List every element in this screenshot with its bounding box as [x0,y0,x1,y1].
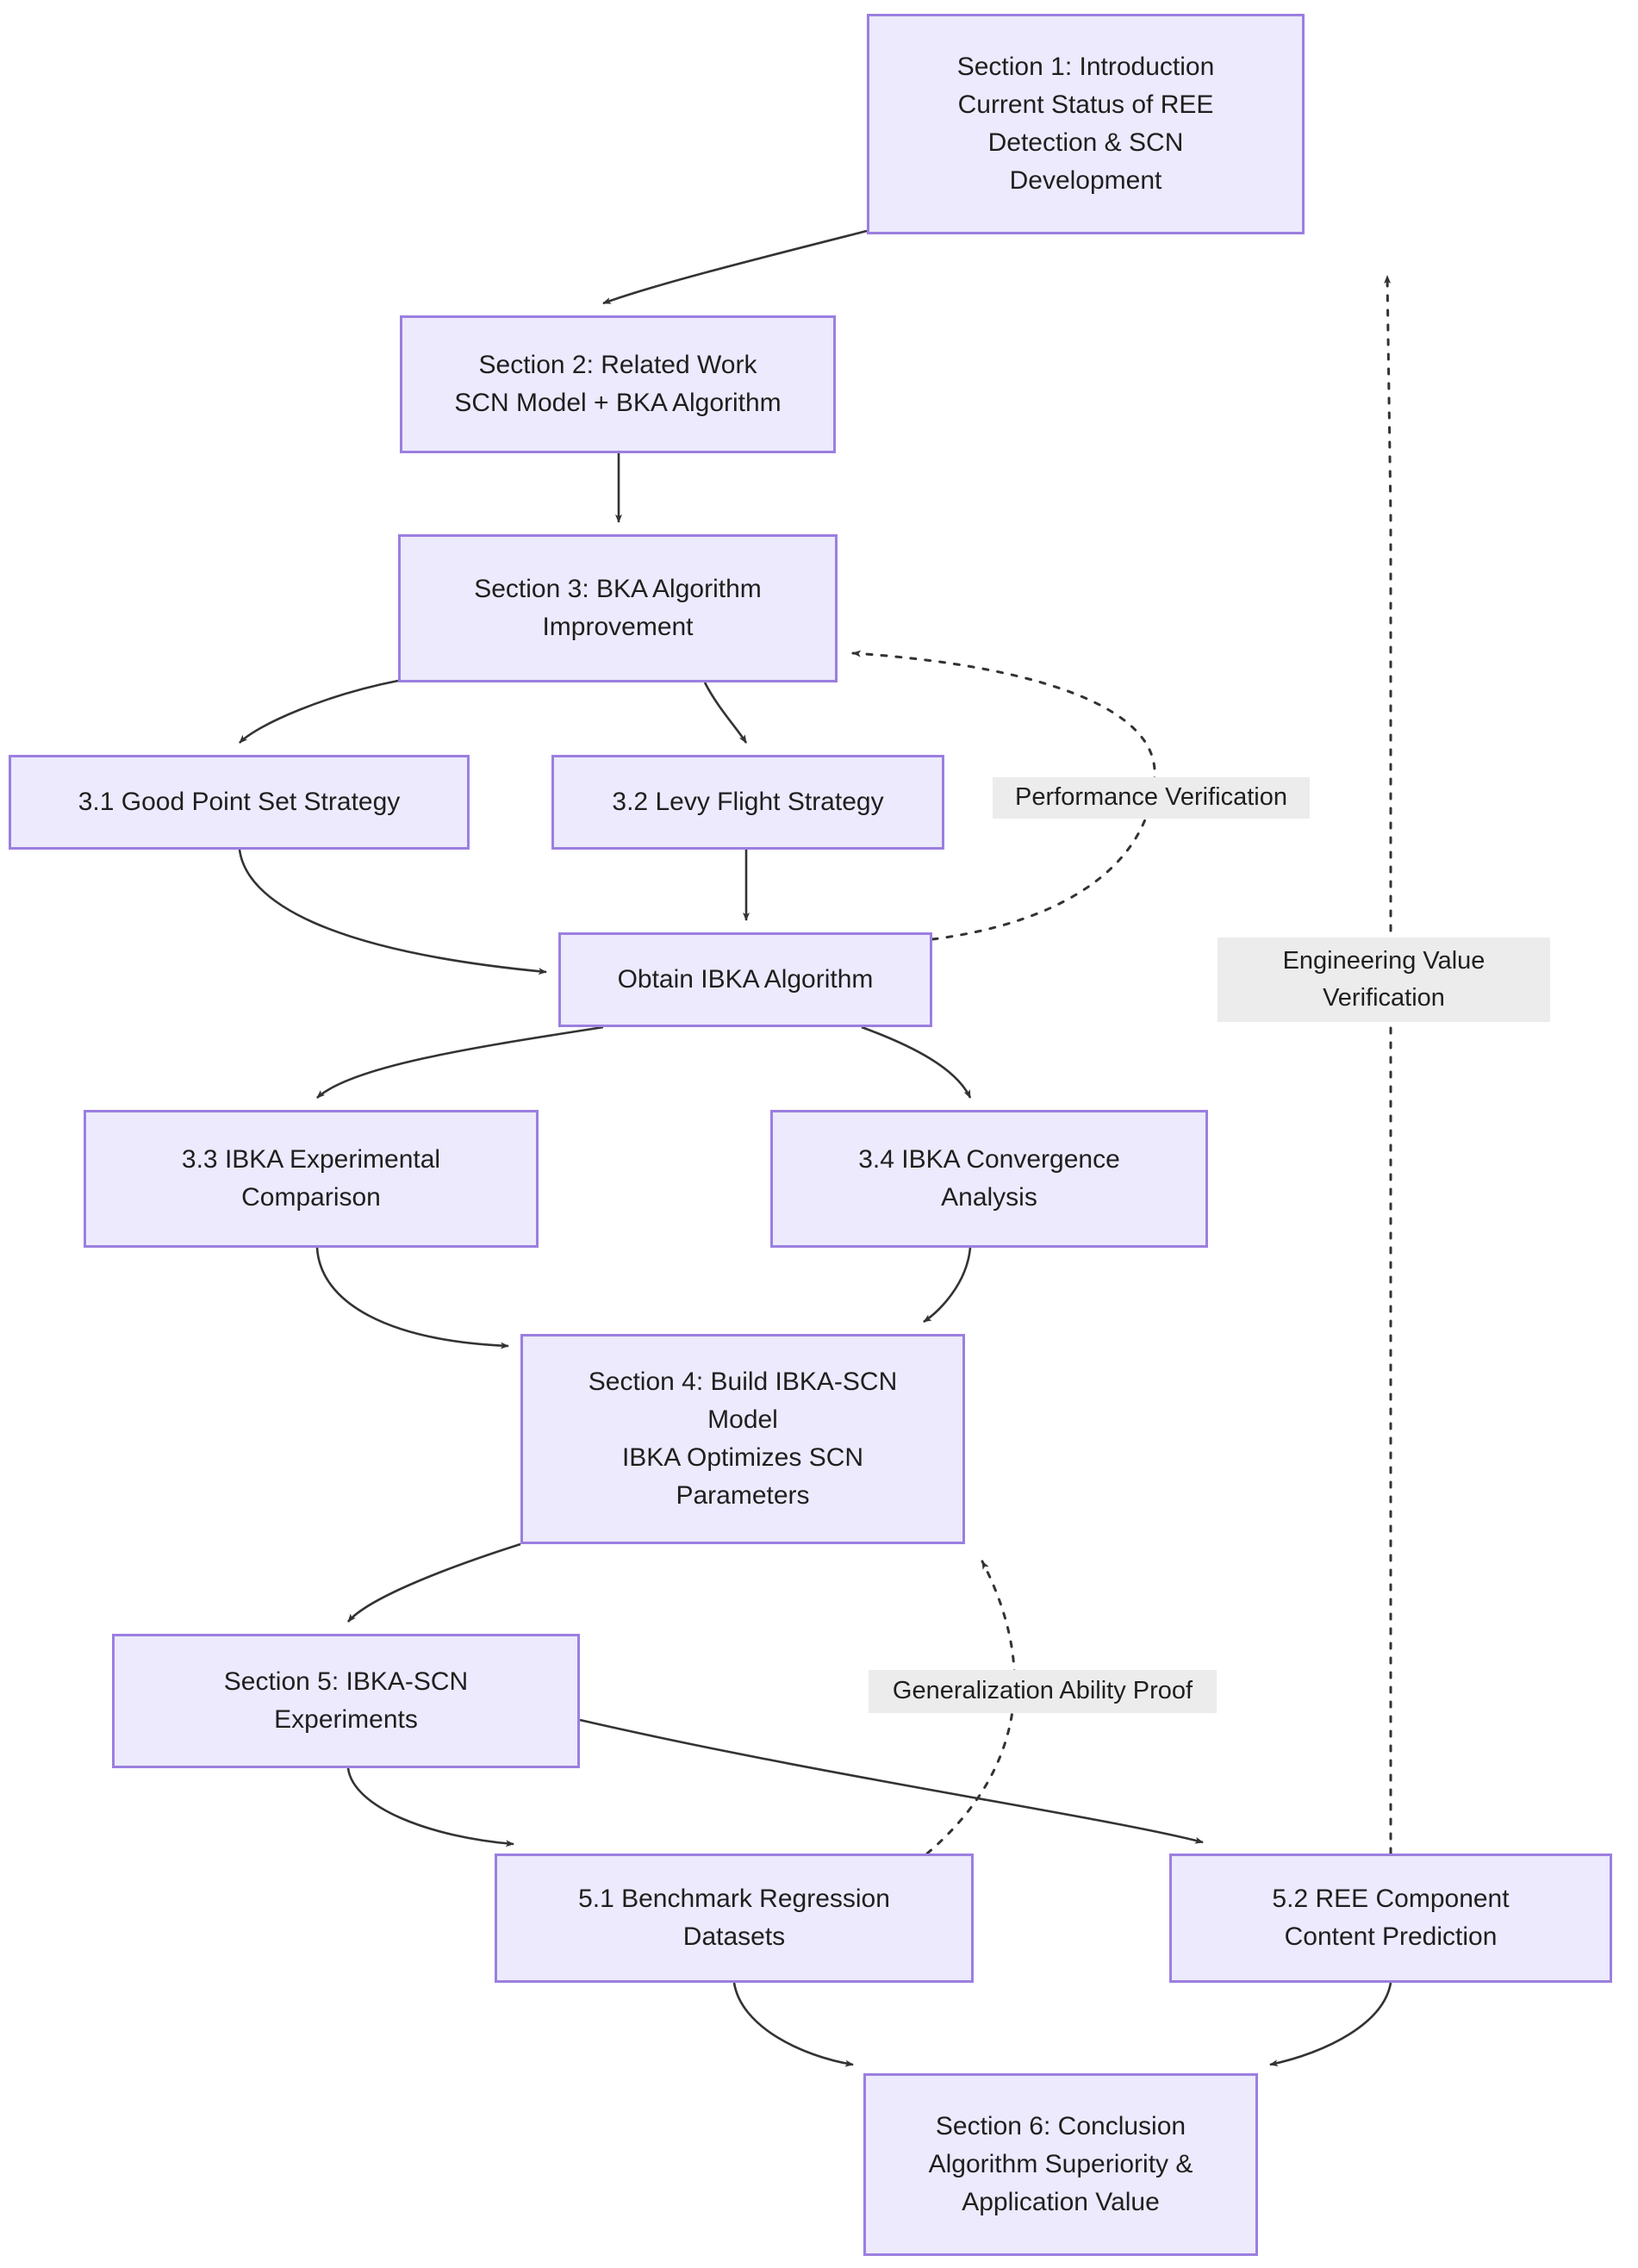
node-text-line: Datasets [682,1922,786,1951]
node-text-line: Current Status of REE [957,90,1214,119]
edge-section3-to-3-2 [703,682,748,744]
section-1-introduction[interactable]: Section 1: Introduction Current Status o… [867,14,1305,234]
edge-5-2-to-section1-engineering-value-verification [1384,274,1392,1855]
node-text-line: Algorithm Superiority & [928,2149,1193,2178]
edge-3-1-to-ibka [238,849,547,975]
edge-label-engineering-value-verification: Engineering Value Verification [1218,938,1550,1022]
node-text-line: 3.3 IBKA Experimental [181,1144,441,1174]
node-text-line: IBKA Optimizes SCN [621,1443,864,1472]
edge-section5-to-5-2 [579,1718,1204,1844]
node-text-line: Section 5: IBKA-SCN [223,1667,469,1696]
node-text-line: Improvement [542,613,694,641]
edge-label-line: Verification [1323,984,1445,1012]
node-text-line: 3.1 Good Point Set Strategy [78,787,401,816]
subsection-3-3-ibka-experimental-comparison[interactable]: 3.3 IBKA Experimental Comparison [84,1110,539,1248]
node-text-line: Obtain IBKA Algorithm [617,964,874,994]
node-text-line: Section 6: Conclusion [935,2111,1186,2140]
node-text-line: Comparison [241,1183,381,1212]
subsection-3-4-ibka-convergence-analysis[interactable]: 3.4 IBKA Convergence Analysis [770,1110,1208,1248]
node-text-line: Section 1: Introduction [956,52,1215,81]
edge-label-line: Engineering Value [1282,946,1485,975]
section-5-ibka-scn-experiments[interactable]: Section 5: IBKA-SCN Experiments [112,1634,580,1768]
obtain-ibka-algorithm[interactable]: Obtain IBKA Algorithm [558,932,932,1027]
node-text-line: Section 2: Related Work [478,350,757,379]
node-text-line: Content Prediction [1284,1922,1498,1951]
edge-label-line: Generalization Ability Proof [892,1677,1193,1705]
edge-section4-to-section5 [347,1542,521,1623]
node-text-line: SCN Model + BKA Algorithm [454,389,782,417]
edge-ibka-to-3-4 [861,1025,972,1099]
edge-label-line: Performance Verification [1015,783,1287,812]
node-text-line: Section 3: BKA Algorithm [474,574,762,603]
edge-section3-to-3-1 [239,679,399,744]
edge-3-3-to-section4 [315,1247,509,1349]
subsection-5-1-benchmark-regression-datasets[interactable]: 5.1 Benchmark Regression Datasets [495,1854,974,1983]
edge-ibka-to-3-3 [316,1025,604,1099]
edge-section1-to-section2 [602,229,868,305]
node-text-line: Analysis [941,1183,1037,1212]
edge-ibka-to-section3-performance-verification [851,650,1156,941]
node-text-line: Section 4: Build IBKA-SCN [588,1367,898,1396]
section-4-build-ibka-scn-model[interactable]: Section 4: Build IBKA-SCN Model IBKA Opt… [520,1334,965,1544]
subsection-3-2-levy-flight-strategy[interactable]: 3.2 Levy Flight Strategy [551,755,944,850]
subsection-5-2-ree-component-content-prediction[interactable]: 5.2 REE Component Content Prediction [1169,1854,1612,1983]
edge-5-1-to-section6 [732,1982,854,2067]
edge-3-4-to-section4 [923,1247,972,1324]
edge-label-generalization-ability-proof: Generalization Ability Proof [869,1670,1217,1713]
section-3-bka-algorithm-improvement[interactable]: Section 3: BKA Algorithm Improvement [398,534,838,682]
node-text-line: Development [1009,166,1162,196]
section-2-related-work[interactable]: Section 2: Related Work SCN Model + BKA … [400,315,836,453]
node-text-line: Model [707,1405,778,1434]
node-text-line: 5.1 Benchmark Regression [578,1884,890,1913]
node-text-line: Detection & SCN [987,128,1184,157]
edge-5-2-to-section6 [1269,1982,1392,2067]
node-text-line: 3.4 IBKA Convergence [858,1144,1120,1174]
node-text-line: Parameters [676,1481,810,1511]
node-text-line: Application Value [962,2188,1160,2217]
edge-5-1-to-section4-generalization-ability-proof [925,1560,1016,1855]
node-text-line: 5.2 REE Component [1272,1884,1510,1913]
edge-section5-to-5-1 [346,1767,514,1847]
node-text-line: Experiments [274,1705,418,1734]
section-6-conclusion[interactable]: Section 6: Conclusion Algorithm Superior… [863,2073,1258,2256]
subsection-3-1-good-point-set-strategy[interactable]: 3.1 Good Point Set Strategy [9,755,470,850]
node-text-line: 3.2 Levy Flight Strategy [612,787,884,816]
edge-label-performance-verification: Performance Verification [993,777,1310,819]
